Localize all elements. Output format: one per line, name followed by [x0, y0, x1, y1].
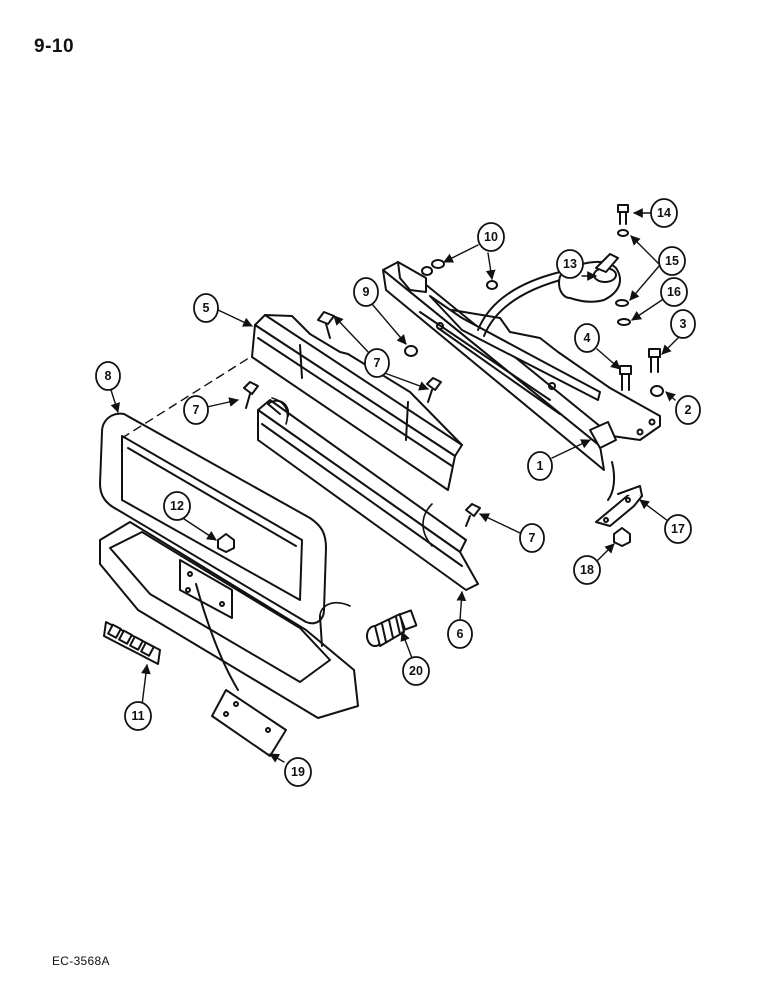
figure-code: EC-3568A: [52, 954, 110, 968]
nut-10-c: [486, 280, 498, 290]
alignment-line: [121, 355, 253, 439]
callout-7b: 7: [183, 395, 209, 425]
page-number: 9-10: [34, 36, 75, 57]
switch-knob: [366, 609, 418, 647]
console-housing: [99, 521, 359, 719]
callout-9: 9: [353, 277, 379, 307]
callout-4-label: 4: [584, 331, 591, 345]
callout-3: 3: [670, 309, 696, 339]
screw-7-middle: [426, 377, 442, 403]
callout-20: 20: [402, 656, 430, 686]
screw-7-lower: [465, 503, 481, 527]
mounting-bracket: [382, 261, 661, 471]
callout-6-label: 6: [457, 627, 464, 641]
lockwasher-16: [617, 318, 631, 326]
nut-9: [404, 345, 418, 357]
callout-6: 6: [447, 619, 473, 649]
bolt-3: [648, 348, 661, 373]
callout-15-label: 15: [665, 254, 679, 268]
callout-19: 19: [284, 757, 312, 787]
mounting-plate: [211, 689, 287, 757]
callout-1: 1: [527, 451, 553, 481]
callout-2-label: 2: [685, 403, 692, 417]
upper-panel: [251, 314, 463, 491]
callout-7a: 7: [364, 348, 390, 378]
grommet: [217, 533, 235, 553]
callout-15: 15: [658, 246, 686, 276]
callout-12-label: 12: [170, 499, 184, 513]
screw-14: [617, 204, 629, 225]
leader-lines: [110, 208, 681, 763]
nut-18: [613, 527, 631, 547]
callout-7b-label: 7: [193, 403, 200, 417]
callout-12: 12: [163, 491, 191, 521]
callout-7c: 7: [519, 523, 545, 553]
callout-2: 2: [675, 395, 701, 425]
bezel-frame: [99, 412, 327, 625]
callout-8: 8: [95, 361, 121, 391]
callout-11: 11: [124, 701, 152, 731]
callout-10: 10: [477, 222, 505, 252]
lower-panel: [257, 399, 479, 591]
callout-3-label: 3: [680, 317, 687, 331]
callout-13: 13: [556, 249, 584, 279]
nut-10-b: [421, 266, 433, 276]
callout-7a-label: 7: [374, 356, 381, 370]
callout-13-label: 13: [563, 257, 577, 271]
callout-17-label: 17: [671, 522, 685, 536]
callout-11-label: 11: [131, 709, 144, 723]
callout-16: 16: [660, 277, 688, 307]
callout-16-label: 16: [667, 285, 681, 299]
screw-7-left: [243, 381, 259, 409]
screw-7-top: [317, 311, 335, 339]
callout-10-label: 10: [484, 230, 498, 244]
callout-5: 5: [193, 293, 219, 323]
callout-20-label: 20: [409, 664, 423, 678]
callout-8-label: 8: [105, 369, 112, 383]
callout-18: 18: [573, 555, 601, 585]
nut-2: [650, 385, 664, 397]
nut-10-a: [431, 259, 445, 269]
washer-15-upper: [617, 229, 629, 237]
washer-15-lower: [615, 299, 629, 307]
clip-bracket: [595, 461, 643, 527]
callout-19-label: 19: [291, 765, 305, 779]
callout-18-label: 18: [580, 563, 594, 577]
callout-7c-label: 7: [529, 531, 536, 545]
callout-9-label: 9: [363, 285, 370, 299]
callout-14: 14: [650, 198, 678, 228]
bolt-4: [619, 365, 632, 391]
callout-5-label: 5: [203, 301, 210, 315]
decal-nameplate: [103, 621, 161, 665]
callout-1-label: 1: [537, 459, 544, 473]
callout-4: 4: [574, 323, 600, 353]
callout-14-label: 14: [657, 206, 671, 220]
callout-17: 17: [664, 514, 692, 544]
